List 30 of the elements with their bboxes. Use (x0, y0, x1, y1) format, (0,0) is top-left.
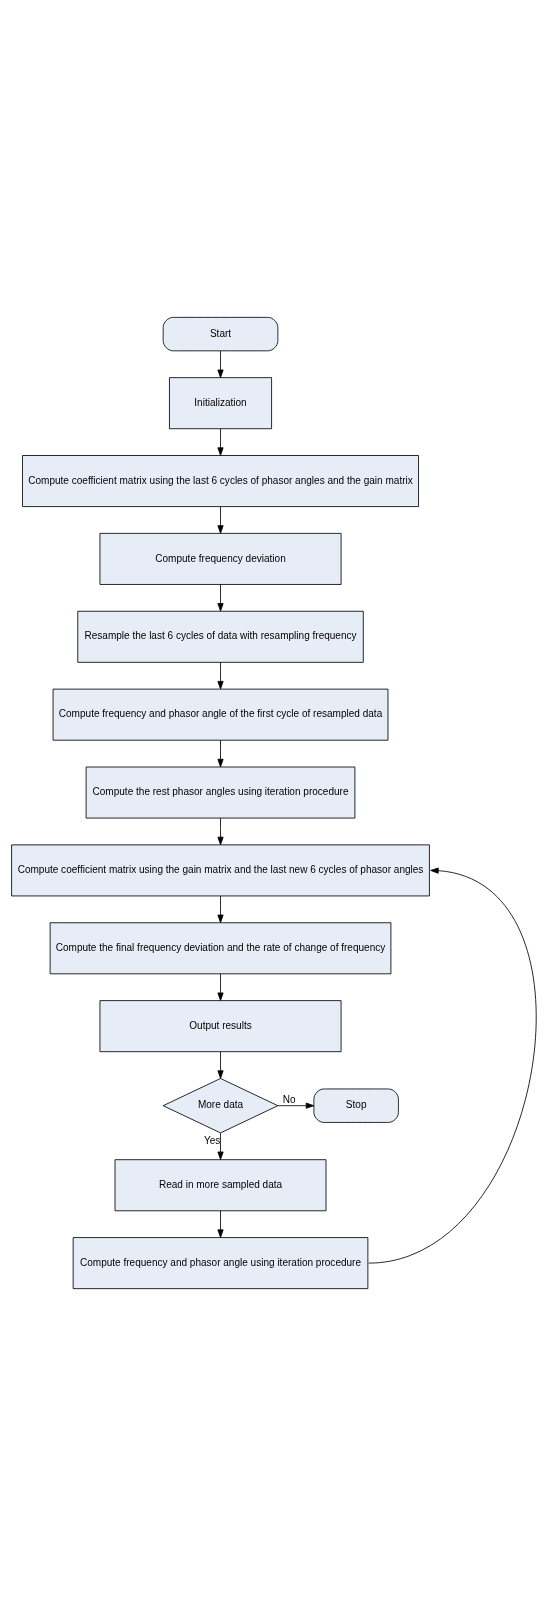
node-box: Compute the rest phasor angles using iteration procedure (85, 766, 356, 819)
node-box: Compute frequency and phasor angle using iteration procedure (72, 1237, 369, 1290)
node-box: Stop (313, 1088, 399, 1123)
arrow (217, 895, 224, 923)
node-box: Resample the last 6 cycles of data with resampling frequency (77, 610, 364, 663)
arrow (217, 661, 224, 690)
arrow (217, 817, 224, 846)
node-box: Compute coefficient matrix using the last 6 cycles of phasor angles and the gain matrix (22, 455, 419, 507)
node-box: Compute frequency and phasor angle of the first cycle of resampled data (52, 688, 389, 741)
arrow (217, 1210, 224, 1238)
edge-label: Yes (203, 1134, 221, 1146)
arrow (217, 584, 224, 612)
arrow (217, 739, 224, 768)
arrow (277, 1102, 315, 1109)
node-box: Initialization (169, 377, 272, 430)
arrow (217, 428, 224, 456)
node-box: Compute frequency deviation (99, 532, 342, 585)
node-box: Compute the final frequency deviation and the rate of change of frequency (49, 922, 392, 975)
arrow (217, 506, 224, 534)
arrow (217, 1051, 224, 1079)
node-box: Start (162, 316, 279, 352)
arrow (217, 1132, 224, 1160)
arrow (368, 867, 537, 1264)
arrow (217, 350, 224, 378)
node-diamond: More data (162, 1078, 279, 1134)
node-box: Output results (99, 1000, 342, 1053)
arrow (217, 973, 224, 1001)
node-box: Compute coefficient matrix using the gain matrix and the last new 6 cycles of phasor angles (11, 844, 430, 897)
edge-label: No (282, 1093, 296, 1105)
node-box: Read in more sampled data (114, 1159, 327, 1212)
